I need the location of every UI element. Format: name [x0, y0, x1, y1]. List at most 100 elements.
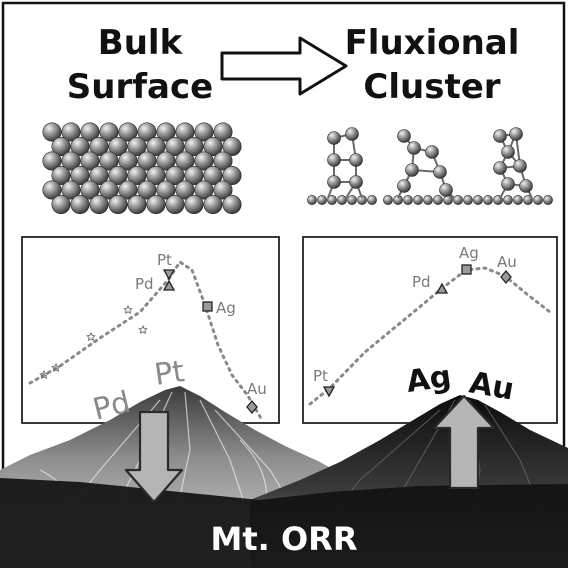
- atom: [89, 195, 109, 215]
- atom: [407, 141, 421, 155]
- atom: [423, 195, 433, 205]
- atom: [194, 122, 214, 142]
- left-volcano-line: [28, 259, 264, 422]
- atom: [70, 166, 90, 186]
- star-marker: [39, 369, 49, 380]
- au-marker-diamond: [500, 269, 512, 285]
- star-marker: [86, 331, 96, 342]
- atom: [184, 166, 204, 186]
- atom: [345, 127, 359, 141]
- atom: [184, 195, 204, 215]
- atom: [405, 163, 419, 177]
- atom: [108, 195, 128, 215]
- atom: [349, 153, 363, 167]
- footer-band: [0, 478, 568, 568]
- atom: [425, 145, 439, 159]
- atom: [439, 183, 453, 197]
- atom: [194, 151, 214, 171]
- atom: [213, 151, 233, 171]
- bulk-surface-slab: [42, 122, 242, 215]
- atom: [184, 137, 204, 157]
- title-fluxional: Fluxional: [345, 23, 520, 63]
- atom: [443, 195, 453, 205]
- atom: [108, 137, 128, 157]
- fluxional-clusters: [307, 127, 553, 205]
- pd-marker-up-triangle: [435, 282, 449, 294]
- atom: [533, 195, 543, 205]
- left-label-au: Au: [247, 380, 267, 398]
- atom: [80, 122, 100, 142]
- atom: [347, 195, 357, 205]
- atom: [165, 195, 185, 215]
- atom: [513, 195, 523, 205]
- atom: [327, 175, 341, 189]
- atom: [156, 122, 176, 142]
- footer-title: Mt. ORR: [211, 520, 358, 558]
- atom: [99, 151, 119, 171]
- atom: [473, 195, 483, 205]
- atom: [127, 166, 147, 186]
- atom: [118, 180, 138, 200]
- atom: [175, 122, 195, 142]
- atom: [137, 151, 157, 171]
- atom: [194, 180, 214, 200]
- atom: [483, 195, 493, 205]
- left-plot-frame: [21, 236, 280, 424]
- atom: [89, 137, 109, 157]
- atom: [453, 195, 463, 205]
- ag-marker-square: [461, 264, 472, 275]
- atom: [397, 129, 411, 143]
- atom: [317, 195, 327, 205]
- atom: [61, 180, 81, 200]
- atom: [203, 137, 223, 157]
- right-plot-frame: [302, 236, 558, 424]
- atom: [51, 137, 71, 157]
- atom: [51, 166, 71, 186]
- atom: [70, 195, 90, 215]
- ag-marker-square: [202, 301, 213, 312]
- atom: [127, 137, 147, 157]
- mountain-label-pd: Pd: [89, 385, 134, 428]
- atom: [118, 122, 138, 142]
- atom: [393, 195, 403, 205]
- atom: [222, 195, 242, 215]
- atom: [137, 180, 157, 200]
- down-arrow-icon: [124, 410, 184, 504]
- pd-marker-up-triangle: [162, 279, 176, 291]
- right-label-ag: Ag: [459, 244, 479, 262]
- atom: [463, 195, 473, 205]
- atom: [61, 151, 81, 171]
- atom: [513, 159, 527, 173]
- atom: [403, 195, 413, 205]
- atom: [42, 180, 62, 200]
- title-bulk: Bulk: [98, 23, 184, 63]
- atom: [156, 151, 176, 171]
- atom: [493, 129, 507, 143]
- atom: [503, 195, 513, 205]
- atom: [61, 122, 81, 142]
- left-label-ag: Ag: [216, 299, 236, 317]
- atom: [70, 137, 90, 157]
- atom: [89, 166, 109, 186]
- atom: [543, 195, 553, 205]
- atom: [337, 195, 347, 205]
- atom: [146, 195, 166, 215]
- atom: [175, 180, 195, 200]
- right-label-pd: Pd: [412, 273, 431, 291]
- atom: [222, 166, 242, 186]
- title-cluster: Cluster: [363, 67, 500, 107]
- atom: [327, 195, 337, 205]
- atom: [519, 179, 533, 193]
- atom: [137, 122, 157, 142]
- right-arrow-icon: [220, 36, 348, 96]
- title-surface: Surface: [67, 67, 213, 107]
- au-marker-diamond: [246, 399, 258, 415]
- atom: [367, 195, 377, 205]
- atom: [397, 179, 411, 193]
- atom: [383, 195, 393, 205]
- atom: [501, 145, 515, 159]
- atom: [203, 195, 223, 215]
- star-marker: [51, 362, 61, 373]
